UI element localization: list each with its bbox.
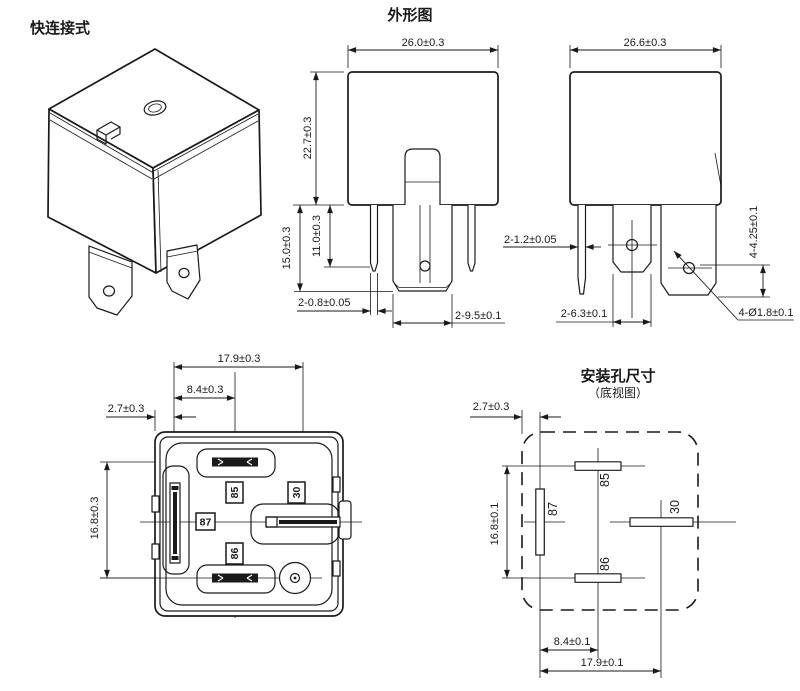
iso-top-hole <box>143 100 167 116</box>
side-holeoff-dim: 4-4.25±0.1 <box>748 206 760 259</box>
side-bladew-dim: 2-6.3±0.1 <box>561 308 607 320</box>
front-blade-detail <box>393 205 452 288</box>
bottom-well-top <box>196 448 276 478</box>
side-pinthick-dim: 2-1.2±0.05 <box>504 234 557 246</box>
iso-blade-left <box>88 245 133 316</box>
bottom-blade-30-slot <box>279 520 337 524</box>
bottom-pinbox-30 <box>287 481 306 504</box>
iso-top-hole-inner <box>148 103 162 113</box>
front-bladew-dim: 2-9.5±0.1 <box>455 310 501 322</box>
iso-blade-right-edge <box>166 250 199 258</box>
iso-right-face <box>152 109 262 274</box>
connector-type-label: 快连接式 <box>30 19 90 37</box>
bottom-blade-87-cap-bottom <box>171 556 179 560</box>
side-holedia-dim: 4-Ø1.8±0.1 <box>739 307 794 319</box>
bottom-notch-right-2 <box>332 560 341 577</box>
iso-front-edge <box>157 169 162 273</box>
mounting-pitch-dim: 8.4±0.1 <box>554 636 591 648</box>
bottom-pin-85: 85 <box>229 487 241 499</box>
mounting-vspan-dim: 16.8±0.1 <box>489 503 501 546</box>
iso-latch-notch <box>96 121 121 145</box>
bottom-notch-left-1 <box>151 495 160 513</box>
bottom-blade-85-chevrons <box>217 458 253 466</box>
bottom-blade-86-chevrons <box>217 574 253 582</box>
mounting-slot-86 <box>574 573 622 583</box>
outline-view-title: 外形图 <box>386 6 432 24</box>
mounting-view: 安装孔尺寸 （底视图） 85 87 30 86 2.7±0.3 16.8±0.1… <box>470 367 736 678</box>
side-holedia-leader <box>673 250 739 321</box>
bottom-view: 17.9±0.3 8.4±0.3 2.7±0.3 16.8±0.3 <box>89 353 362 618</box>
bottom-boss-center <box>293 576 297 580</box>
iso-lid-seam-top <box>49 112 259 173</box>
bottom-blade-87-slot <box>173 492 177 554</box>
iso-blade-left-hole <box>102 285 116 297</box>
bottom-pitch-dim: 8.4±0.3 <box>187 384 224 396</box>
front-center-tab <box>404 148 441 205</box>
bottom-blade-87-cap-top <box>171 486 179 490</box>
side-width-dim: 26.6±0.3 <box>624 37 667 49</box>
side-bladew-ext <box>612 274 652 327</box>
bottom-span-dim: 17.9±0.3 <box>218 353 261 365</box>
bottom-notch-left-2 <box>151 543 160 560</box>
bottom-blade-85 <box>212 457 258 467</box>
bottom-blade-30-tip <box>265 516 278 528</box>
bottom-pin-86: 86 <box>229 548 241 560</box>
front-height-ext <box>293 71 344 206</box>
front-blade-center <box>392 205 453 292</box>
front-pin-right <box>467 205 476 272</box>
side-view: 26.6±0.3 2-1.2±0.05 2-6.3±0.1 4-4.25±0.1… <box>503 37 794 327</box>
iso-blade-right <box>166 244 201 300</box>
bottom-edgeoff-dim: 2.7±0.3 <box>108 403 145 415</box>
mounting-subtitle: （底视图） <box>588 385 648 400</box>
front-pinthick-ext <box>370 273 378 315</box>
mounting-pin-87: 87 <box>546 502 560 516</box>
side-body-chamfer <box>714 152 722 187</box>
front-blade-hole <box>419 260 431 272</box>
front-pin-left <box>369 205 379 272</box>
mounting-title: 安装孔尺寸 <box>580 367 655 385</box>
bottom-pin-87: 87 <box>200 517 212 529</box>
mounting-slot-30 <box>629 517 694 527</box>
bottom-pinbox-87 <box>195 512 216 531</box>
side-blade-wide <box>660 205 717 296</box>
mounting-outline-dashed <box>521 431 699 611</box>
mounting-pin-86: 86 <box>598 557 612 571</box>
side-blade-mid-centerlines <box>608 220 657 318</box>
mounting-edgeoff-dim: 2.7±0.3 <box>473 401 510 413</box>
bottom-well-left <box>162 465 190 575</box>
bottom-vspan-dim: 16.8±0.3 <box>89 497 101 540</box>
bottom-well-bottom <box>196 564 276 594</box>
mounting-span-dim: 17.9±0.1 <box>581 657 624 669</box>
side-pin-thin <box>577 205 587 295</box>
bottom-pin-30: 30 <box>291 487 303 499</box>
iso-blade-right-hole <box>178 267 190 279</box>
mounting-pin-30: 30 <box>668 500 682 514</box>
front-pinlong-dim: 15.0±0.3 <box>281 227 293 270</box>
front-width-dim: 26.0±0.3 <box>402 37 445 49</box>
mounting-pin-85: 85 <box>598 473 612 487</box>
mounting-slot-87 <box>535 488 545 556</box>
mounting-slot-85 <box>574 461 622 471</box>
front-height-dim: 22.7±0.3 <box>302 117 314 160</box>
bottom-pinbox-85 <box>225 481 244 504</box>
iso-view <box>47 48 262 316</box>
bottom-blade-86 <box>212 573 258 583</box>
iso-lid-seam-side <box>49 119 259 180</box>
bottom-pinbox-86 <box>225 542 244 565</box>
front-pinshort-dim: 11.0±0.3 <box>311 215 323 257</box>
bottom-notch-right-1 <box>332 476 341 493</box>
bottom-tab-right <box>338 500 352 540</box>
bottom-boss-hole <box>289 572 301 584</box>
front-view: 26.0±0.3 22.7±0.3 15.0±0.3 11.0±0.3 2-0.… <box>281 37 505 328</box>
front-pinthick-dim: 2-0.8±0.05 <box>298 297 351 309</box>
iso-blade-left-edge <box>88 251 133 269</box>
side-body-outline <box>569 71 722 206</box>
